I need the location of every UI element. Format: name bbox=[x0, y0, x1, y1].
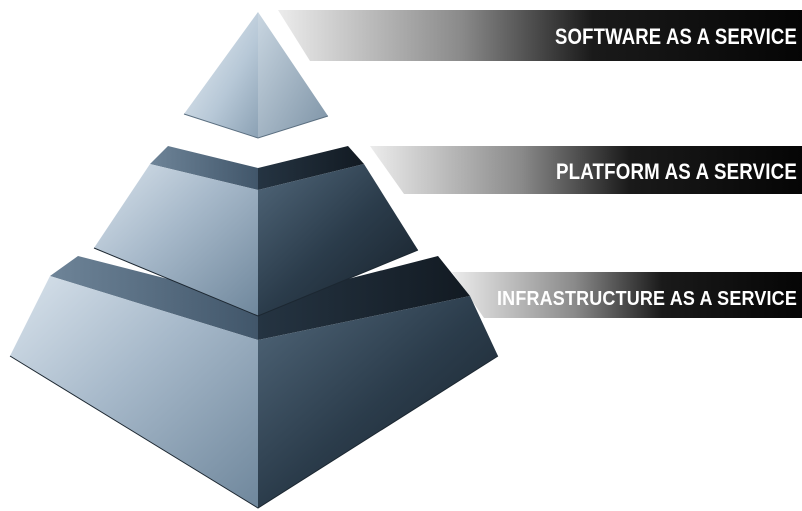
label-infrastructure-as-a-service: INFRASTRUCTURE AS A SERVICE bbox=[497, 288, 797, 310]
banner-platform-as-a-service: PLATFORM AS A SERVICE bbox=[370, 146, 802, 194]
pyramid-tier-platform bbox=[93, 146, 419, 317]
banner-infrastructure-as-a-service: INFRASTRUCTURE AS A SERVICE bbox=[452, 272, 802, 318]
banner-software-as-a-service: SOFTWARE AS A SERVICE bbox=[278, 10, 802, 61]
pyramid-tier-software bbox=[183, 12, 329, 139]
label-software-as-a-service: SOFTWARE AS A SERVICE bbox=[555, 24, 797, 49]
label-platform-as-a-service: PLATFORM AS A SERVICE bbox=[556, 159, 797, 184]
pyramid-tier-infrastructure bbox=[9, 256, 499, 509]
